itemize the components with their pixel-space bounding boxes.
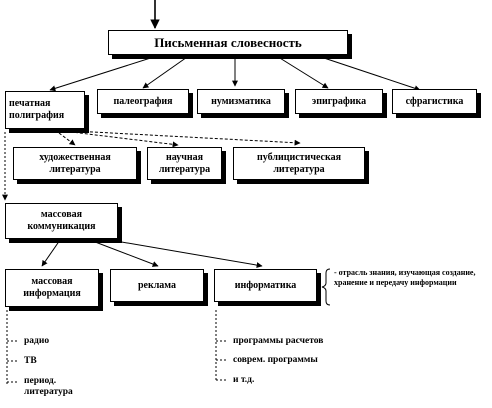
node-hudozh-label: художественная литература xyxy=(39,151,111,175)
node-publicisticheskaya-literatura: публицистическая литература xyxy=(233,147,365,180)
node-paleografiya: палеография xyxy=(97,89,189,114)
node-sfragistika-label: сфрагистика xyxy=(405,95,464,107)
arrow-masscomm-to-informatika xyxy=(109,239,263,269)
node-masscomm-label: массовая коммуникация xyxy=(27,209,96,232)
arrow-pechat-to-nauch xyxy=(54,129,179,148)
arrow-masscomm-to-massinfo xyxy=(41,239,61,267)
informatika-item-programmy-raschetov: программы расчетов xyxy=(233,336,324,346)
arrow-root-to-paleografia xyxy=(142,54,191,89)
node-numizmatika: нумизматика xyxy=(197,89,285,114)
node-pechatnaya-poligrafiya: печатная полиграфия xyxy=(5,91,85,129)
node-numizmatika-label: нумизматика xyxy=(211,95,271,107)
node-massovaya-informaciya: массовая информация xyxy=(5,269,99,307)
node-sfragistika: сфрагистика xyxy=(392,89,477,114)
node-informatika: информатика xyxy=(214,269,317,302)
root-label: Письменная словесность xyxy=(154,34,302,50)
node-massinfo-label: массовая информация xyxy=(23,276,81,299)
massinfo-item-radio: радио xyxy=(24,336,50,346)
node-publ-label: публицистическая литература xyxy=(256,151,342,175)
informatika-item-i-td: и т.д. xyxy=(233,375,255,385)
massinfo-item-tv: ТВ xyxy=(24,356,37,366)
arrow-masscomm-to-reklama xyxy=(89,239,159,267)
node-hudozhestvennaya-literatura: художественная литература xyxy=(13,147,137,180)
arrow-root-to-epigrafika xyxy=(274,54,329,89)
node-paleografiya-label: палеография xyxy=(113,95,173,107)
arrow-pechat-to-hudozh xyxy=(54,129,76,146)
arrow-root-to-sfragistika xyxy=(314,54,421,92)
node-nauch-label: научная литература xyxy=(158,151,211,175)
node-massovaya-kommunikaciya: массовая коммуникация xyxy=(5,203,118,239)
node-epigrafika: эпиграфика xyxy=(295,89,383,114)
massinfo-item-periodika: период. литература xyxy=(24,376,73,397)
informatika-note-brace xyxy=(321,268,331,306)
arrow-root-to-pechat xyxy=(49,54,161,92)
informatika-item-sovrem-programmy: соврем. программы xyxy=(233,355,318,365)
node-nauchnaya-literatura: научная литература xyxy=(147,147,222,180)
node-reklama-label: реклама xyxy=(137,279,177,291)
arrow-pechat-to-publ xyxy=(54,129,301,146)
informatika-definition-note: - отрасль знания, изучающая создание, хр… xyxy=(334,268,476,287)
node-reklama: реклама xyxy=(110,269,204,302)
node-pechatnaya-label: печатная полиграфия xyxy=(9,98,65,121)
node-informatika-label: информатика xyxy=(234,279,297,291)
node-epigrafika-label: эпиграфика xyxy=(311,95,367,107)
root-node: Письменная словесность xyxy=(108,30,348,55)
